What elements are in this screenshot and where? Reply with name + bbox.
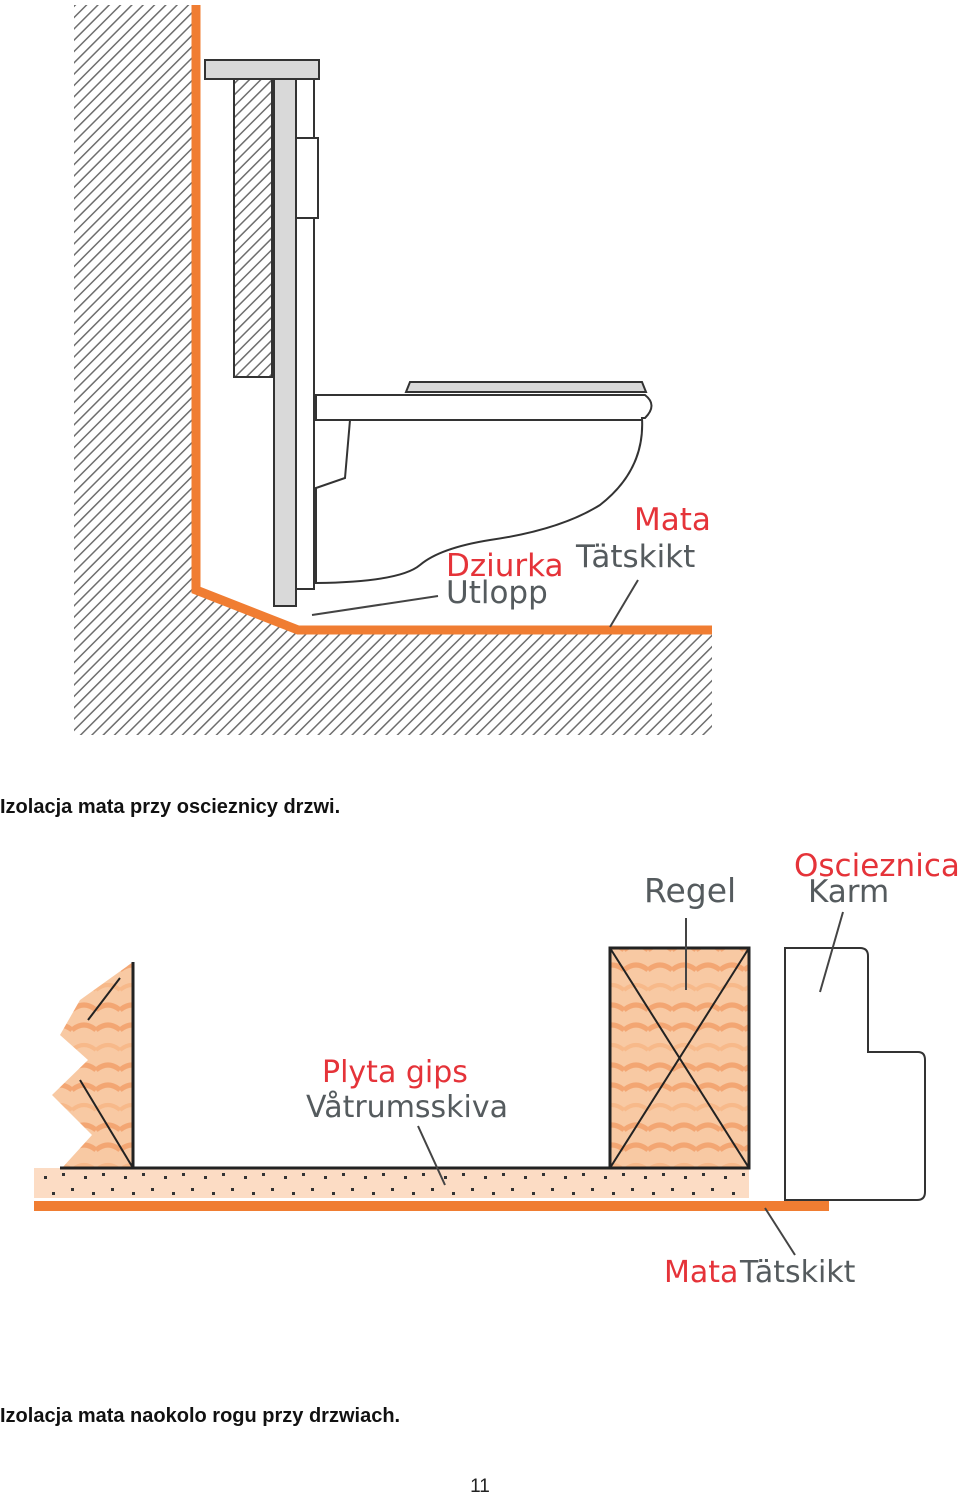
gypsum-board [34, 1168, 749, 1198]
top-plate [204, 59, 320, 80]
cistern-panel [233, 78, 273, 378]
caption-door-frame: Izolacja mata przy oscieznicy drzwi. [0, 796, 341, 818]
label-oscieznica-pl: Oscieznica [794, 848, 960, 884]
label-vatrumsskiva-sv: Våtrumsskiva [306, 1090, 508, 1125]
membrane-line [191, 5, 712, 635]
flush-plate [295, 137, 319, 219]
label-tatskikt-sv-2: Tätskikt [739, 1255, 856, 1290]
label-plyta-gips-pl: Plyta gips [322, 1055, 468, 1090]
label-tatskikt-sv: Tätskikt [575, 539, 695, 575]
label-karm-sv: Karm [808, 874, 889, 910]
label-mata-pl-2: Mata [664, 1255, 738, 1290]
toilet-bowl [315, 394, 653, 585]
door-frame-karm [784, 947, 926, 1201]
label-mata-pl: Mata [634, 502, 711, 538]
label-dziurka-pl: Dziurka [446, 548, 564, 584]
caption-door-corner: Izolacja mata naokolo rogu przy drzwiach… [0, 1405, 401, 1427]
wall-wood-left [52, 962, 133, 1168]
label-regel: Regel [644, 871, 736, 910]
toilet-seat [404, 381, 648, 393]
page-number: 11 [470, 1476, 490, 1497]
frame-post [273, 78, 297, 607]
masonry-wall [74, 5, 712, 735]
door-frame-section-diagram: Regel Oscieznica Karm Plyta gips Våtrums… [34, 848, 960, 1290]
toilet-section-diagram: Mata Tätskikt Dziurka Utlopp [74, 5, 712, 735]
label-utlopp-sv: Utlopp [446, 575, 548, 611]
